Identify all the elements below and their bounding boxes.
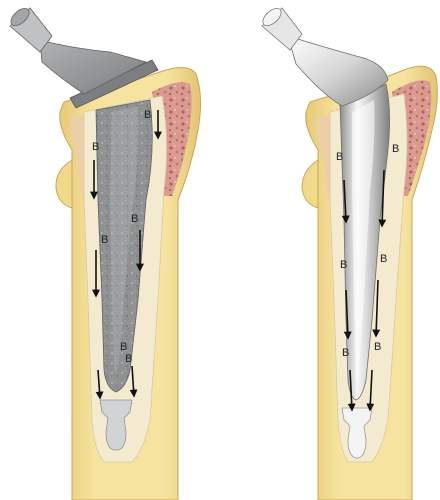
bone-label: B [342, 347, 349, 359]
bone-label: B [92, 141, 99, 153]
right-femur-panel: B B B B B B [260, 5, 438, 500]
left-femur-panel: B B B B B B [8, 5, 201, 500]
bone-label: B [144, 109, 151, 121]
bone-label: B [380, 253, 387, 265]
right-lesser-trochanter [302, 160, 318, 208]
bone-label: B [336, 151, 343, 163]
bone-label: B [340, 259, 347, 271]
bone-label: B [374, 341, 381, 353]
left-lesser-trochanter [56, 160, 72, 208]
bone-label: B [101, 234, 108, 246]
bone-label: B [392, 143, 399, 155]
bone-label: B [125, 353, 132, 365]
bone-label: B [131, 213, 138, 225]
bone-label: B [120, 341, 127, 353]
